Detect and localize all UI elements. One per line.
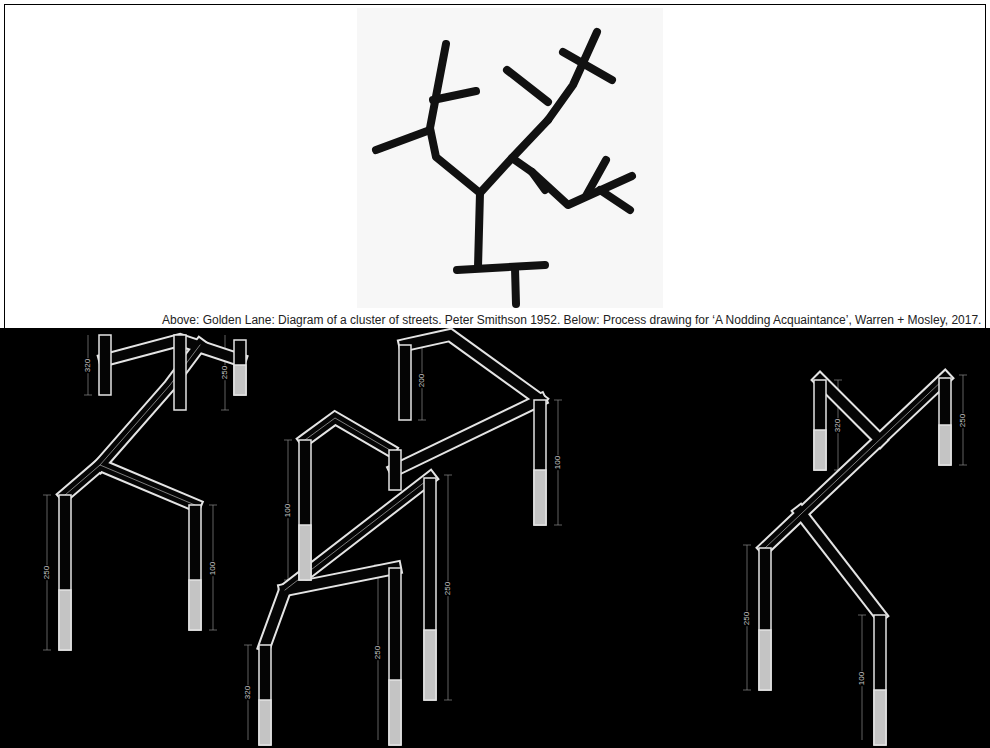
figure-caption: Above: Golden Lane: Diagram of a cluster… [160, 313, 983, 327]
dimension-label: 250 [742, 611, 751, 626]
dimension-label: 320 [83, 358, 92, 373]
dimension-label: 320 [833, 418, 842, 433]
street-cluster-sketch [376, 32, 632, 304]
dimension-label: 100 [553, 455, 562, 470]
dimension-label: 250 [42, 565, 51, 580]
dimension-label: 100 [857, 671, 866, 686]
dimension-label: 100 [208, 561, 217, 576]
dimension-label: 200 [417, 373, 426, 388]
isometric-drawing [43, 335, 967, 745]
dimension-label: 250 [220, 365, 229, 380]
dimension-label: 250 [443, 581, 452, 596]
dimension-label: 100 [283, 503, 292, 518]
dimension-label: 320 [243, 685, 252, 700]
dimension-label: 250 [958, 413, 967, 428]
dimension-label: 250 [373, 645, 382, 660]
